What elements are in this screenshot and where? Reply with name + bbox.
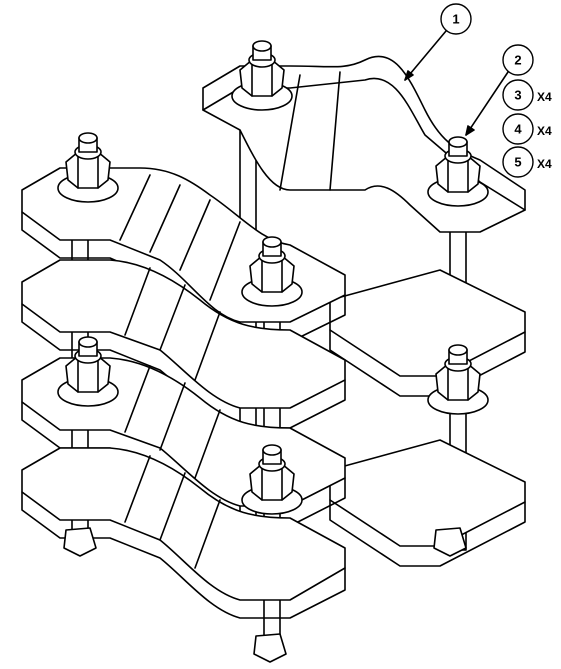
- callout-2-leader: [465, 71, 509, 136]
- rear-lower-plate: [329, 439, 526, 547]
- callout-4: 4: [502, 113, 534, 145]
- rear-mid-plate: [329, 269, 526, 377]
- callout-3-label: 3: [514, 88, 521, 103]
- front-bottom-plate: [21, 447, 346, 601]
- front-clamp: [21, 167, 346, 651]
- saddle-hatching: [119, 71, 341, 569]
- callout-5-qty: X4: [537, 157, 552, 171]
- front-second-plate: [21, 259, 346, 409]
- callout-3: 3: [502, 79, 534, 111]
- callout-3-qty: X4: [537, 90, 552, 104]
- nut-bottom-right-rear: [433, 527, 467, 557]
- nut-bottom-front: [253, 633, 287, 663]
- nut-rear-top-left: [231, 40, 293, 111]
- callout-2-label: 2: [514, 53, 521, 68]
- callout-5: 5: [502, 146, 534, 178]
- callout-1-leader: [404, 30, 447, 81]
- callout-1: 1: [440, 3, 472, 35]
- callout-1-label: 1: [452, 12, 459, 27]
- nut-front-mid-left: [57, 336, 119, 407]
- nut-bottom-left: [63, 527, 97, 557]
- callout-5-label: 5: [514, 155, 521, 170]
- callout-2: 2: [502, 44, 534, 76]
- callout-4-qty: X4: [537, 124, 552, 138]
- nut-front-top-left: [57, 132, 119, 203]
- callout-4-label: 4: [514, 122, 522, 137]
